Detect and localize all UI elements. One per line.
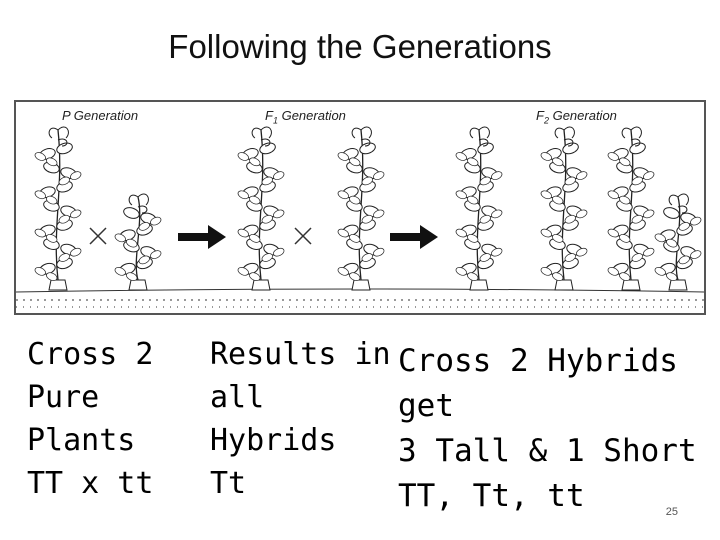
ground (16, 288, 704, 308)
tall-pea-plant (539, 126, 589, 291)
f2-generation-label: F2 Generation (536, 108, 617, 126)
tall-pea-plant (336, 126, 386, 291)
tall-pea-plant (236, 126, 286, 291)
text-column-cross-pure: Cross 2 Pure Plants TT x tt (27, 337, 154, 501)
text-column-results: Results in all Hybrids Tt (210, 337, 391, 501)
text-column-hybrid-cross: Cross 2 Hybrids get 3 Tall & 1 Short TT,… (398, 343, 697, 514)
tall-pea-plant (454, 126, 504, 291)
slide-title: Following the Generations (168, 28, 552, 65)
short-pea-plant (653, 193, 703, 291)
cross-symbol (294, 227, 312, 245)
arrow-right-icon (178, 225, 226, 249)
tall-pea-plant (606, 126, 656, 291)
page-number: 25 (665, 506, 678, 518)
p-generation-label: P Generation (62, 108, 139, 123)
generations-illustration: P Generation F1 Generation F2 Generation (14, 100, 706, 315)
plants-drawing (16, 126, 704, 308)
f1-generation-label: F1 Generation (265, 108, 346, 126)
arrow-right-icon (390, 225, 438, 249)
cross-symbol (89, 227, 107, 245)
tall-pea-plant (33, 126, 83, 291)
short-pea-plant (113, 193, 163, 291)
